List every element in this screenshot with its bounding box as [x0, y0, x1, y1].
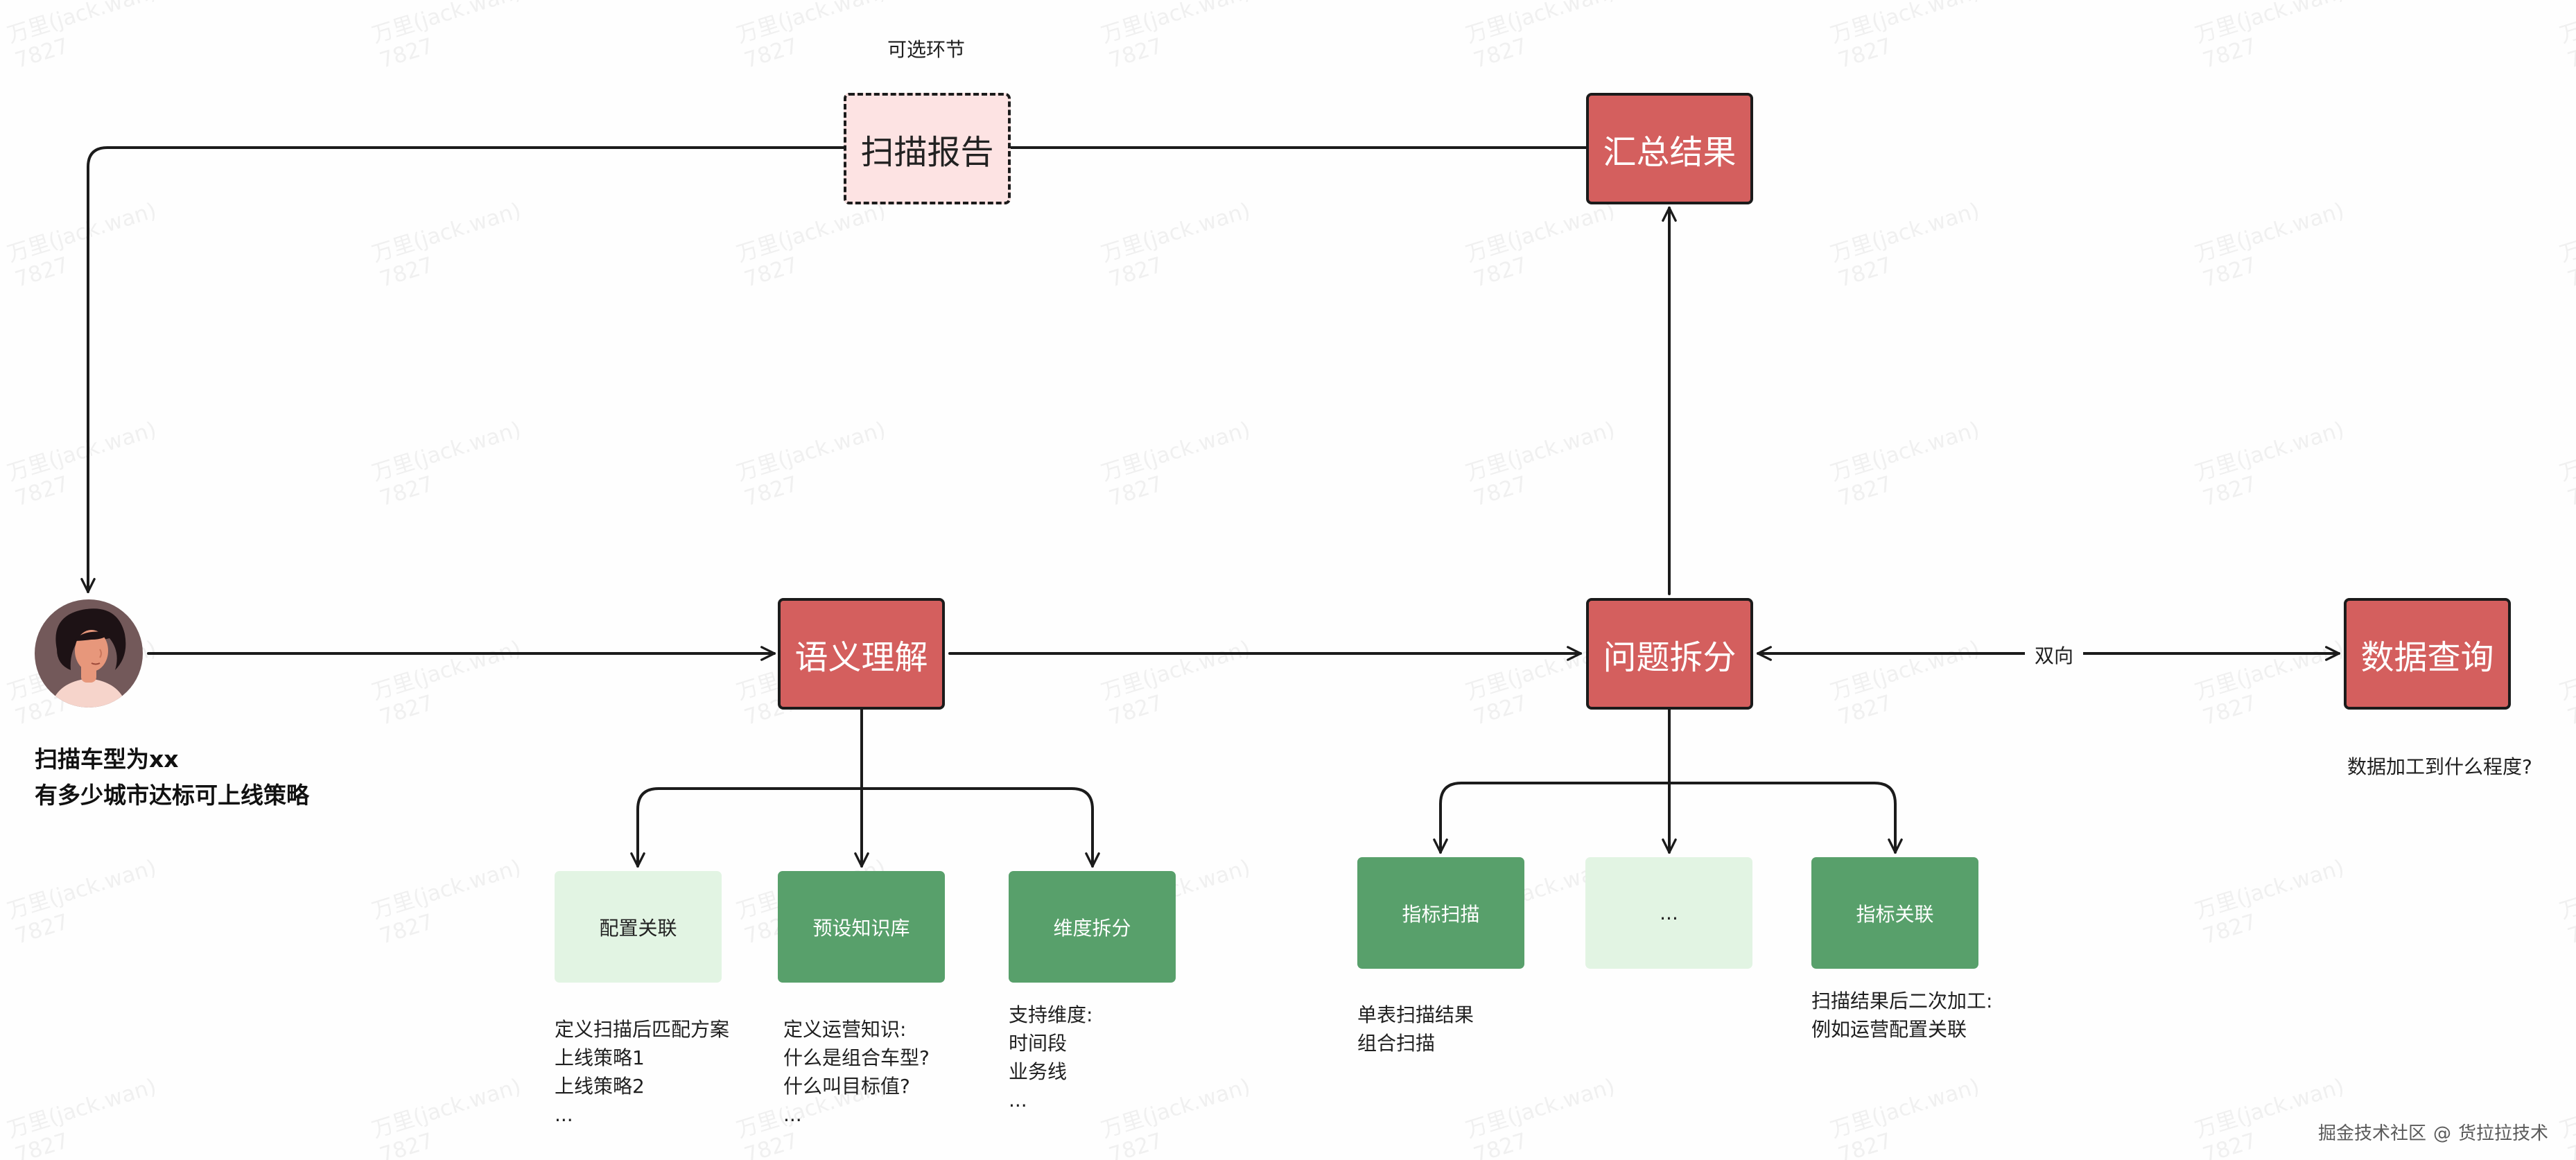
user-question: 扫描车型为xx 有多少城市达标可上线策略	[35, 741, 309, 814]
note-line: 扫描结果后二次加工:	[1811, 990, 1993, 1012]
optional-step-label: 可选环节	[887, 38, 966, 61]
note-line: 定义扫描后匹配方案	[555, 1018, 730, 1041]
note-line: 单表扫描结果	[1357, 1003, 1474, 1026]
note-line: 上线策略2	[555, 1075, 645, 1098]
node-question-split[interactable]: 问题拆分	[1586, 598, 1753, 710]
node-knowledge-base[interactable]: 预设知识库	[778, 871, 945, 983]
footer-site: 掘金技术社区	[2317, 1123, 2426, 1144]
node-data-query[interactable]: 数据查询	[2344, 598, 2511, 710]
node-semantic-understanding[interactable]: 语义理解	[778, 598, 945, 710]
data-query-caption: 数据加工到什么程度?	[2347, 755, 2532, 778]
note-line: 业务线	[1009, 1060, 1068, 1083]
note-line: 组合扫描	[1357, 1032, 1436, 1055]
note-line: 支持维度:	[1009, 1003, 1093, 1026]
node-scan-report[interactable]: 扫描报告	[844, 93, 1011, 204]
node-metric-scan[interactable]: 指标扫描	[1357, 857, 1524, 969]
node-config-link[interactable]: 配置关联	[555, 871, 722, 983]
note-line: 定义运营知识:	[783, 1018, 907, 1041]
user-avatar-icon	[35, 599, 143, 708]
note-line: 上线策略1	[555, 1046, 645, 1069]
footer-credit: 掘金技术社区 @ 货拉拉技术	[2318, 1119, 2548, 1145]
connector-report-to-user	[80, 146, 845, 593]
note-dimension-split: 支持维度: 时间段 业务线 ...	[1009, 1001, 1093, 1114]
node-metric-link[interactable]: 指标关联	[1811, 857, 1978, 969]
footer-author: 货拉拉技术	[2457, 1123, 2548, 1144]
user-question-line-2: 有多少城市达标可上线策略	[35, 782, 309, 809]
node-summary[interactable]: 汇总结果	[1586, 93, 1753, 204]
node-ellipsis[interactable]: ...	[1585, 857, 1752, 969]
note-line: 什么叫目标值?	[783, 1075, 910, 1098]
node-dimension-split[interactable]: 维度拆分	[1009, 871, 1176, 983]
note-metric-scan: 单表扫描结果 组合扫描	[1357, 1001, 1474, 1057]
note-config-link: 定义扫描后匹配方案 上线策略1 上线策略2 ...	[555, 1015, 729, 1129]
bidirectional-label: 双向	[2025, 641, 2084, 669]
note-metric-link: 扫描结果后二次加工: 例如运营配置关联	[1811, 987, 1992, 1044]
footer-at: @	[2433, 1123, 2451, 1144]
user-question-line-1: 扫描车型为xx	[35, 746, 179, 773]
note-line: 例如运营配置关联	[1811, 1018, 1967, 1041]
note-line: ...	[1009, 1089, 1027, 1111]
note-line: ...	[555, 1103, 573, 1126]
note-knowledge-base: 定义运营知识: 什么是组合车型? 什么叫目标值? ...	[783, 1015, 930, 1129]
note-line: ...	[783, 1103, 802, 1126]
note-line: 时间段	[1009, 1032, 1068, 1055]
note-line: 什么是组合车型?	[783, 1046, 930, 1069]
